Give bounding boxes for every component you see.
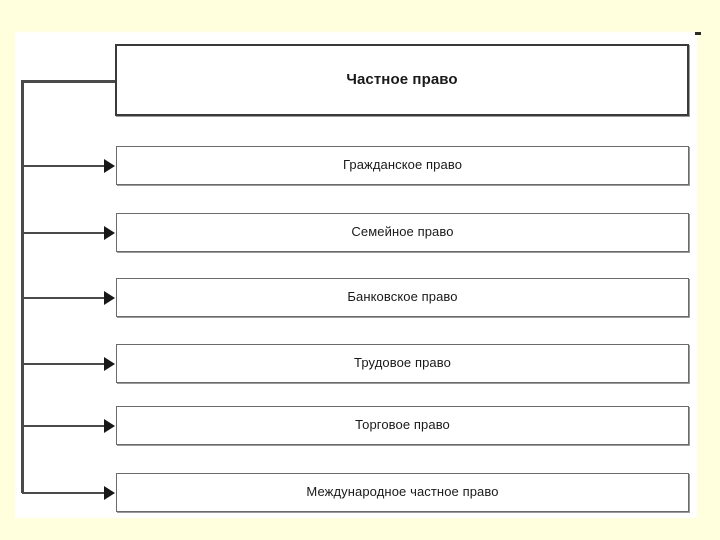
- node-child-label-3: Банковское право: [347, 289, 458, 305]
- node-child-labour-law[interactable]: Трудовое право: [116, 344, 689, 383]
- node-root-private-law[interactable]: Частное право: [115, 44, 689, 116]
- trunk-line: [21, 80, 24, 493]
- connector-child-1: [22, 165, 105, 167]
- connector-child-2: [22, 232, 105, 234]
- connector-root: [22, 80, 117, 83]
- node-child-family-law[interactable]: Семейное право: [116, 213, 689, 252]
- stray-mark: [695, 32, 701, 35]
- node-child-label-5: Торговое право: [355, 417, 450, 433]
- node-child-label-1: Гражданское право: [342, 157, 463, 173]
- arrow-head-icon-1: [104, 159, 115, 173]
- node-child-label-6: Международное частное право: [306, 484, 499, 500]
- node-child-international-private-law[interactable]: Международное частное право: [116, 473, 689, 512]
- connector-child-5: [22, 425, 105, 427]
- node-child-label-4: Трудовое право: [354, 355, 451, 371]
- connector-child-6: [22, 492, 105, 494]
- node-child-label-2: Семейное право: [351, 224, 454, 240]
- arrow-head-icon-3: [104, 291, 115, 305]
- connector-child-3: [22, 297, 105, 299]
- arrow-head-icon-4: [104, 357, 115, 371]
- node-root-label: Частное право: [346, 71, 458, 89]
- arrow-head-icon-2: [104, 226, 115, 240]
- node-child-banking-law[interactable]: Банковское право: [116, 278, 689, 317]
- connector-child-4: [22, 363, 105, 365]
- node-child-civil-law[interactable]: Гражданское право: [116, 146, 689, 185]
- node-child-commercial-law[interactable]: Торговое право: [116, 406, 689, 445]
- arrow-head-icon-6: [104, 486, 115, 500]
- arrow-head-icon-5: [104, 419, 115, 433]
